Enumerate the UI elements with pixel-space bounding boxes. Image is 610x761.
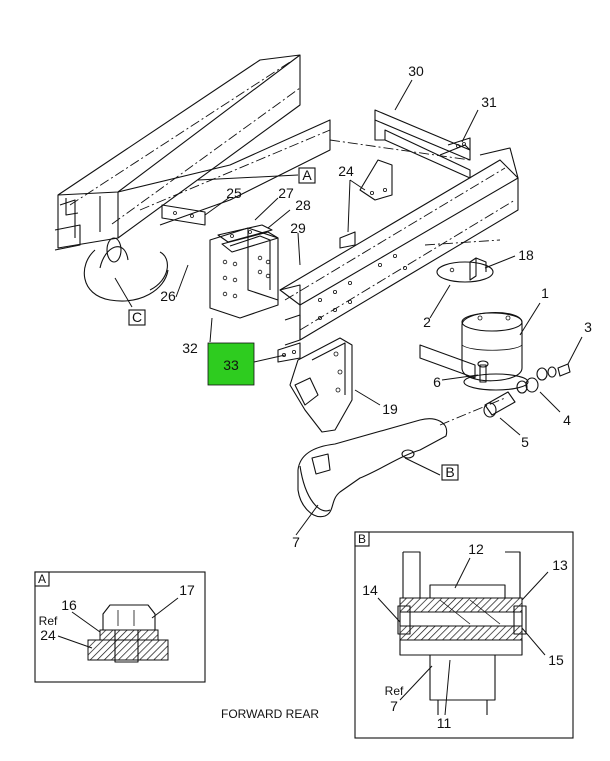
- bracket-19: [289, 337, 353, 433]
- ref-24[interactable]: 24: [40, 627, 56, 643]
- callout-4[interactable]: 4: [563, 412, 571, 428]
- callout-2[interactable]: 2: [423, 314, 431, 330]
- callout-11[interactable]: 11: [437, 715, 452, 731]
- ref-7[interactable]: 7: [390, 698, 398, 714]
- callout-32[interactable]: 32: [182, 340, 198, 356]
- callout-24[interactable]: 24: [338, 163, 354, 179]
- orientation-caption: FORWARD REAR: [221, 707, 319, 721]
- air-spring-1: [461, 312, 529, 391]
- callout-5[interactable]: 5: [521, 434, 529, 450]
- svg-text:C: C: [132, 309, 142, 325]
- callout-17[interactable]: 17: [179, 582, 195, 598]
- callout-26[interactable]: 26: [160, 288, 176, 304]
- callout-25[interactable]: 25: [226, 185, 242, 201]
- callout-3[interactable]: 3: [584, 319, 592, 335]
- callout-28[interactable]: 28: [295, 197, 311, 213]
- detail-b-header: B: [354, 531, 370, 547]
- callout-30[interactable]: 30: [408, 63, 424, 79]
- callout-6[interactable]: 6: [433, 374, 441, 390]
- leader-lines: [57, 79, 583, 716]
- svg-text:B: B: [358, 532, 366, 546]
- callout-27[interactable]: 27: [278, 185, 294, 201]
- callout-14[interactable]: 14: [362, 582, 378, 598]
- detail-a-header: A: [34, 571, 50, 587]
- plates-25-27-28: [161, 204, 279, 253]
- callout-16[interactable]: 16: [61, 597, 77, 613]
- callout-15[interactable]: 15: [548, 652, 564, 668]
- callout-19[interactable]: 19: [382, 401, 398, 417]
- ref-label-b: Ref: [385, 684, 404, 698]
- svg-text:A: A: [38, 572, 46, 586]
- callout-1[interactable]: 1: [541, 285, 549, 301]
- svg-text:B: B: [445, 464, 454, 480]
- detail-tag-a-main: A: [298, 167, 316, 184]
- axle-seat-and-hardware: [419, 344, 571, 418]
- callout-7[interactable]: 7: [292, 534, 300, 550]
- bracket-24: [339, 159, 393, 249]
- detail-a: [34, 571, 206, 683]
- highlight-33: [207, 342, 255, 386]
- crossmember-c: [83, 237, 169, 302]
- detail-tag-c-main: C: [128, 309, 146, 326]
- callout-12[interactable]: 12: [468, 541, 484, 557]
- frame-rails: [54, 54, 519, 346]
- callout-18[interactable]: 18: [518, 247, 534, 263]
- trailing-arm-7: [297, 397, 506, 518]
- plate-18: [436, 257, 494, 283]
- upper-crossmember: [374, 109, 471, 179]
- ref-label-a: Ref: [39, 614, 58, 628]
- shock-mount-33: [277, 342, 301, 363]
- detail-b: [354, 531, 574, 739]
- svg-text:A: A: [302, 167, 312, 183]
- callout-33[interactable]: 33: [223, 357, 239, 373]
- callout-29[interactable]: 29: [290, 220, 306, 236]
- callout-13[interactable]: 13: [552, 557, 568, 573]
- callout-31[interactable]: 31: [481, 94, 497, 110]
- detail-tag-b-main: B: [441, 464, 459, 481]
